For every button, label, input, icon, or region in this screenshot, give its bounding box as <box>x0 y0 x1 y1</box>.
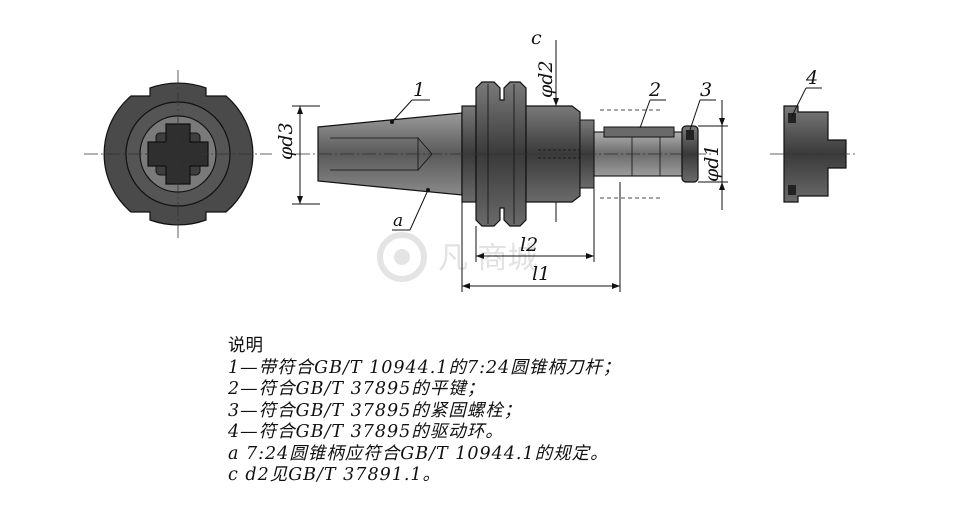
label-l2: l2 <box>520 234 538 256</box>
note-line: c d2见GB/T 37891.1。 <box>228 465 442 485</box>
dim-d3: φd3 <box>275 105 320 205</box>
watermark-text: 凡 商城 <box>438 241 538 276</box>
label-d2: φd2 <box>535 60 557 98</box>
notes-heading: 说明 <box>228 336 263 356</box>
dim-l2: l2 <box>475 188 595 262</box>
note-line: a 7:24圆锥柄应符合GB/T 10944.1的规定。 <box>228 443 609 464</box>
dim-l1: l1 <box>461 182 621 292</box>
leader-1: 1 <box>390 79 430 124</box>
label-3: 3 <box>700 79 712 101</box>
watermark: 凡 商城 <box>377 232 538 282</box>
side-view <box>296 81 714 227</box>
label-2: 2 <box>648 79 661 101</box>
label-l1: l1 <box>532 263 550 285</box>
notes-block: 说明 1—带符合GB/T 10944.1的7:24圆锥柄刀杆； 2—符合GB/T… <box>228 336 928 487</box>
leader-4: 4 <box>791 67 822 117</box>
technical-drawing: 凡 商城 <box>84 27 858 292</box>
label-a: a <box>393 211 403 231</box>
note-line: 2—符合GB/T 37895的平键； <box>228 379 486 399</box>
label-4: 4 <box>805 67 818 89</box>
note-line: 1—带符合GB/T 10944.1的7:24圆锥柄刀杆； <box>228 357 622 378</box>
note-line: 3—符合GB/T 37895的紧固螺栓； <box>228 400 523 421</box>
label-c: c <box>531 27 542 49</box>
label-d3: φd3 <box>275 122 297 160</box>
end-view <box>84 70 272 238</box>
leader-a: a <box>392 188 430 231</box>
dim-d2: φd2 c <box>531 27 559 222</box>
leader-3: 3 <box>689 79 716 131</box>
label-d1: φd1 <box>701 144 723 182</box>
note-line: 4—符合GB/T 37895的驱动环。 <box>228 422 504 442</box>
label-1: 1 <box>413 79 425 101</box>
dim-d1: φd1 <box>698 100 728 210</box>
leader-2: 2 <box>639 79 666 129</box>
drive-ring <box>770 105 858 203</box>
